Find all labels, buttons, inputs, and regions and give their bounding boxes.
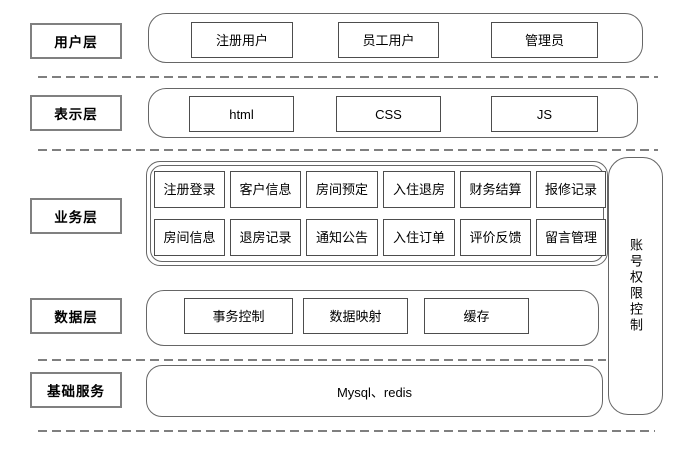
presentation-box-html: html bbox=[189, 96, 294, 132]
layer-label-user: 用户层 bbox=[30, 23, 122, 59]
account-permission-control-box: 账号权限控制 bbox=[608, 157, 663, 415]
business-box-customer-info: 客户信息 bbox=[230, 171, 301, 208]
business-layer-inner-border bbox=[150, 165, 604, 262]
data-box-data-mapping: 数据映射 bbox=[303, 298, 408, 334]
data-box-transaction-control: 事务控制 bbox=[184, 298, 293, 334]
business-box-review-feedback: 评价反馈 bbox=[460, 219, 531, 256]
user-layer-box-staff-user: 员工用户 bbox=[338, 22, 439, 58]
dashed-separator-3 bbox=[38, 359, 606, 361]
business-box-financial-settlement: 财务结算 bbox=[460, 171, 531, 208]
dashed-separator-4 bbox=[38, 430, 655, 432]
account-permission-control-text: 账号权限控制 bbox=[628, 238, 643, 334]
base-services-container: Mysql、redis bbox=[146, 365, 603, 417]
business-box-repair-records: 报修记录 bbox=[536, 171, 606, 208]
data-layer-container: 事务控制 数据映射 缓存 bbox=[146, 290, 599, 346]
layer-label-business: 业务层 bbox=[30, 198, 122, 234]
business-box-message-management: 留言管理 bbox=[536, 219, 606, 256]
business-box-room-info: 房间信息 bbox=[154, 219, 225, 256]
base-services-text: Mysql、redis bbox=[336, 384, 413, 400]
user-layer-box-administrator: 管理员 bbox=[491, 22, 598, 58]
presentation-box-css: CSS bbox=[336, 96, 441, 132]
business-box-announcements: 通知公告 bbox=[306, 219, 378, 256]
layer-label-presentation: 表示层 bbox=[30, 95, 122, 131]
user-layer-box-registered-user: 注册用户 bbox=[191, 22, 293, 58]
data-box-cache: 缓存 bbox=[424, 298, 529, 334]
business-box-checkin-orders: 入住订单 bbox=[383, 219, 455, 256]
business-box-checkout-records: 退房记录 bbox=[230, 219, 301, 256]
presentation-box-js: JS bbox=[491, 96, 598, 132]
layer-label-data: 数据层 bbox=[30, 298, 122, 334]
user-layer-container: 注册用户 员工用户 管理员 bbox=[148, 13, 643, 63]
business-box-register-login: 注册登录 bbox=[154, 171, 225, 208]
business-box-checkin-checkout: 入住退房 bbox=[383, 171, 455, 208]
dashed-separator-2 bbox=[38, 149, 658, 151]
layer-label-base-services: 基础服务 bbox=[30, 372, 122, 408]
business-box-room-reservation: 房间预定 bbox=[306, 171, 378, 208]
presentation-layer-container: html CSS JS bbox=[148, 88, 638, 138]
dashed-separator-1 bbox=[38, 76, 658, 78]
business-layer-container: 注册登录 客户信息 房间预定 入住退房 财务结算 报修记录 房间信息 退房记录 … bbox=[146, 161, 608, 266]
